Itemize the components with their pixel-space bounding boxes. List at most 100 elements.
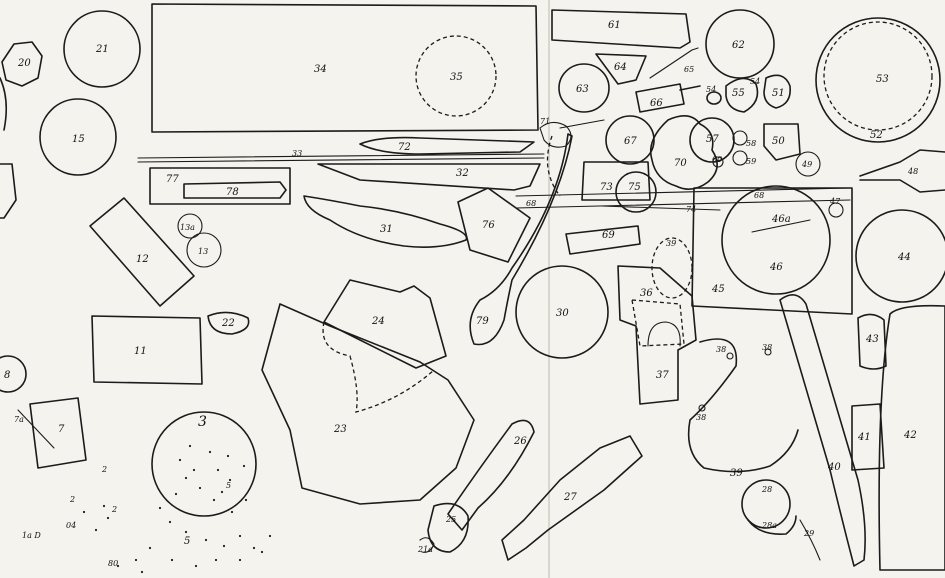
label-32: 32 [456, 168, 469, 179]
label-48: 48 [907, 167, 918, 176]
feature-46a [751, 219, 811, 233]
feature-42 [878, 304, 945, 571]
feature-55 [725, 77, 759, 113]
label-29: 29 [803, 529, 814, 538]
label-1aD: 1a D [22, 531, 41, 540]
feature-47 [828, 202, 844, 218]
feature-54 [706, 91, 722, 105]
feature-63 [558, 63, 610, 113]
feature-44 [855, 209, 945, 303]
feature-11 [91, 315, 203, 385]
label-2a: 2 [101, 465, 107, 474]
feature-21 [63, 10, 141, 88]
label-52: 52 [870, 130, 883, 141]
label-50: 50 [772, 136, 785, 147]
label-28: 28 [761, 485, 772, 494]
feature-31 [303, 195, 468, 248]
label-23: 23 [333, 424, 347, 435]
label-54a: 54 [706, 85, 716, 94]
feature-77 [149, 167, 291, 205]
feature-71 [539, 119, 605, 148]
feature-33 [137, 153, 545, 163]
label-65: 65 [684, 65, 694, 74]
feature-3 [151, 411, 257, 517]
label-2c: 2 [111, 505, 117, 514]
label-11: 11 [134, 346, 147, 357]
label-37: 37 [656, 370, 669, 381]
feature-37-arch [647, 321, 681, 347]
label-54b: 54 [750, 77, 760, 86]
label-49: 49 [801, 160, 812, 169]
feature-40 [779, 294, 866, 567]
label-74: 74 [686, 205, 696, 214]
label-53: 53 [876, 74, 889, 85]
label-5a: 5 [226, 481, 231, 490]
label-38c: 38 [696, 413, 706, 422]
label-7a: 7a [14, 415, 24, 424]
label-68a: 68 [526, 199, 536, 208]
feature-67 [605, 115, 655, 165]
feature-24 [323, 279, 447, 369]
feature-8 [0, 355, 27, 393]
feature-70 [649, 115, 718, 190]
label-28a: 28a [761, 521, 777, 530]
feature-35 [415, 35, 497, 117]
label-70: 70 [674, 158, 687, 169]
feature-13a [177, 213, 203, 239]
feature-73 [581, 161, 651, 201]
label-51: 51 [772, 88, 785, 99]
feature-22 [207, 311, 250, 335]
feature-34 [151, 3, 539, 133]
label-34: 34 [314, 64, 327, 75]
feature-52 [815, 17, 941, 143]
feature-57 [689, 117, 735, 163]
label-61: 61 [608, 20, 621, 31]
label-42: 42 [903, 430, 917, 441]
label-69: 69 [602, 230, 615, 241]
label-21a: 21a [417, 545, 433, 554]
label-13a: 13a [180, 223, 195, 232]
feature-28 [741, 479, 791, 529]
label-63: 63 [576, 84, 589, 95]
label-21: 21 [95, 44, 109, 55]
label-3: 3 [198, 414, 207, 430]
feature-43 [857, 313, 887, 370]
feature-15 [39, 98, 117, 176]
label-67: 67 [624, 136, 637, 147]
label-79: 79 [476, 316, 489, 327]
feature-51 [763, 74, 792, 109]
feature-38-c [698, 404, 706, 412]
label-55: 55 [732, 88, 745, 99]
label-64: 64 [614, 62, 627, 73]
label-38a: 38 [716, 345, 726, 354]
feature-36-inner [631, 299, 685, 347]
label-59: 59 [746, 157, 756, 166]
label-45: 45 [711, 284, 725, 295]
feature-28a [747, 515, 797, 536]
feature-7 [29, 397, 87, 469]
feature-27 [501, 435, 643, 561]
feature-48 [859, 149, 945, 193]
feature-58 [732, 130, 748, 146]
feature-49 [795, 151, 821, 177]
label-39: 39 [666, 239, 676, 248]
feature-62 [705, 9, 775, 79]
feature-75 [615, 171, 657, 213]
label-43: 43 [865, 334, 879, 345]
label-36: 36 [640, 288, 653, 299]
feature-64 [595, 53, 647, 85]
feature-41 [851, 403, 885, 471]
feature-72 [359, 136, 535, 155]
feature-30 [515, 265, 609, 359]
label-15: 15 [72, 134, 85, 145]
label-8: 8 [4, 370, 10, 381]
label-80: 80 [108, 559, 118, 568]
feature-29 [799, 519, 821, 561]
label-57: 57 [706, 134, 719, 145]
feature-65 [649, 47, 699, 79]
label-46: 46 [769, 262, 783, 273]
label-04: 04 [66, 521, 76, 530]
feature-76 [457, 187, 531, 263]
label-62: 62 [732, 40, 745, 51]
